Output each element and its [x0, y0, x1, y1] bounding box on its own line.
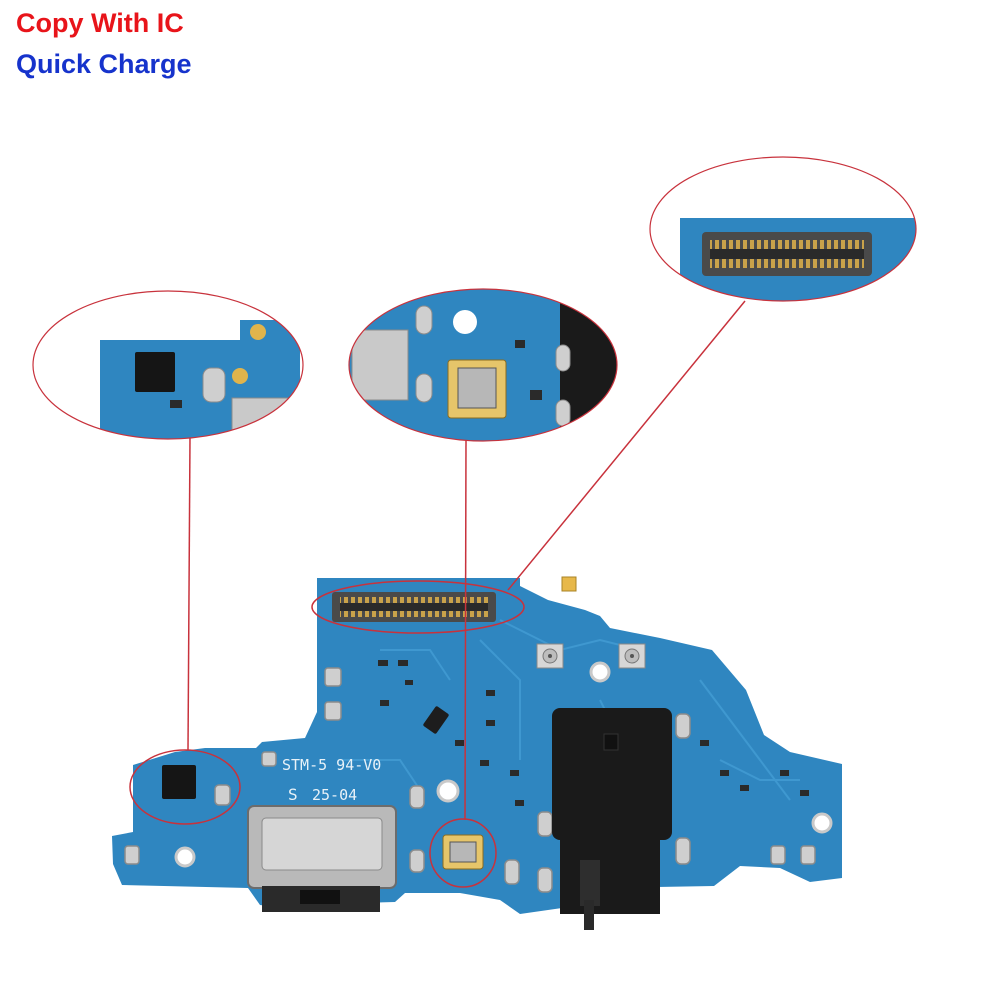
solder-pads [124, 667, 816, 893]
board-to-board-connector [332, 592, 496, 622]
charging-port-board: STM-5 94-V0 25-04 S [112, 576, 842, 930]
usb-c-port [247, 805, 397, 912]
headphone-jack [552, 708, 672, 930]
callout-mic [429, 818, 497, 888]
inductor [423, 706, 449, 734]
caption-copy-with-ic: Copy With IC [16, 8, 184, 38]
callout-connector [311, 580, 525, 634]
caption-quick-charge: Quick Charge [16, 49, 192, 79]
microphone [442, 834, 484, 870]
silkscreen-model: STM-5 94-V0 [282, 756, 381, 774]
zoom-view-ic [32, 290, 304, 440]
leader-line-connector [507, 300, 746, 591]
solder-tab [561, 576, 577, 592]
charging-ic [162, 765, 196, 799]
callout-ic [129, 749, 241, 825]
leader-line-mic [464, 439, 467, 821]
recycle-logo: S [288, 785, 298, 804]
mounting-holes [174, 661, 833, 868]
callouts [129, 300, 746, 888]
silkscreen-date: 25-04 [312, 786, 357, 804]
leader-line-ic [187, 436, 191, 751]
zoom-view-microphone [348, 288, 618, 442]
antenna-socket-2 [618, 643, 646, 669]
antenna-socket-1 [536, 643, 564, 669]
zoom-view-connector [649, 156, 917, 302]
